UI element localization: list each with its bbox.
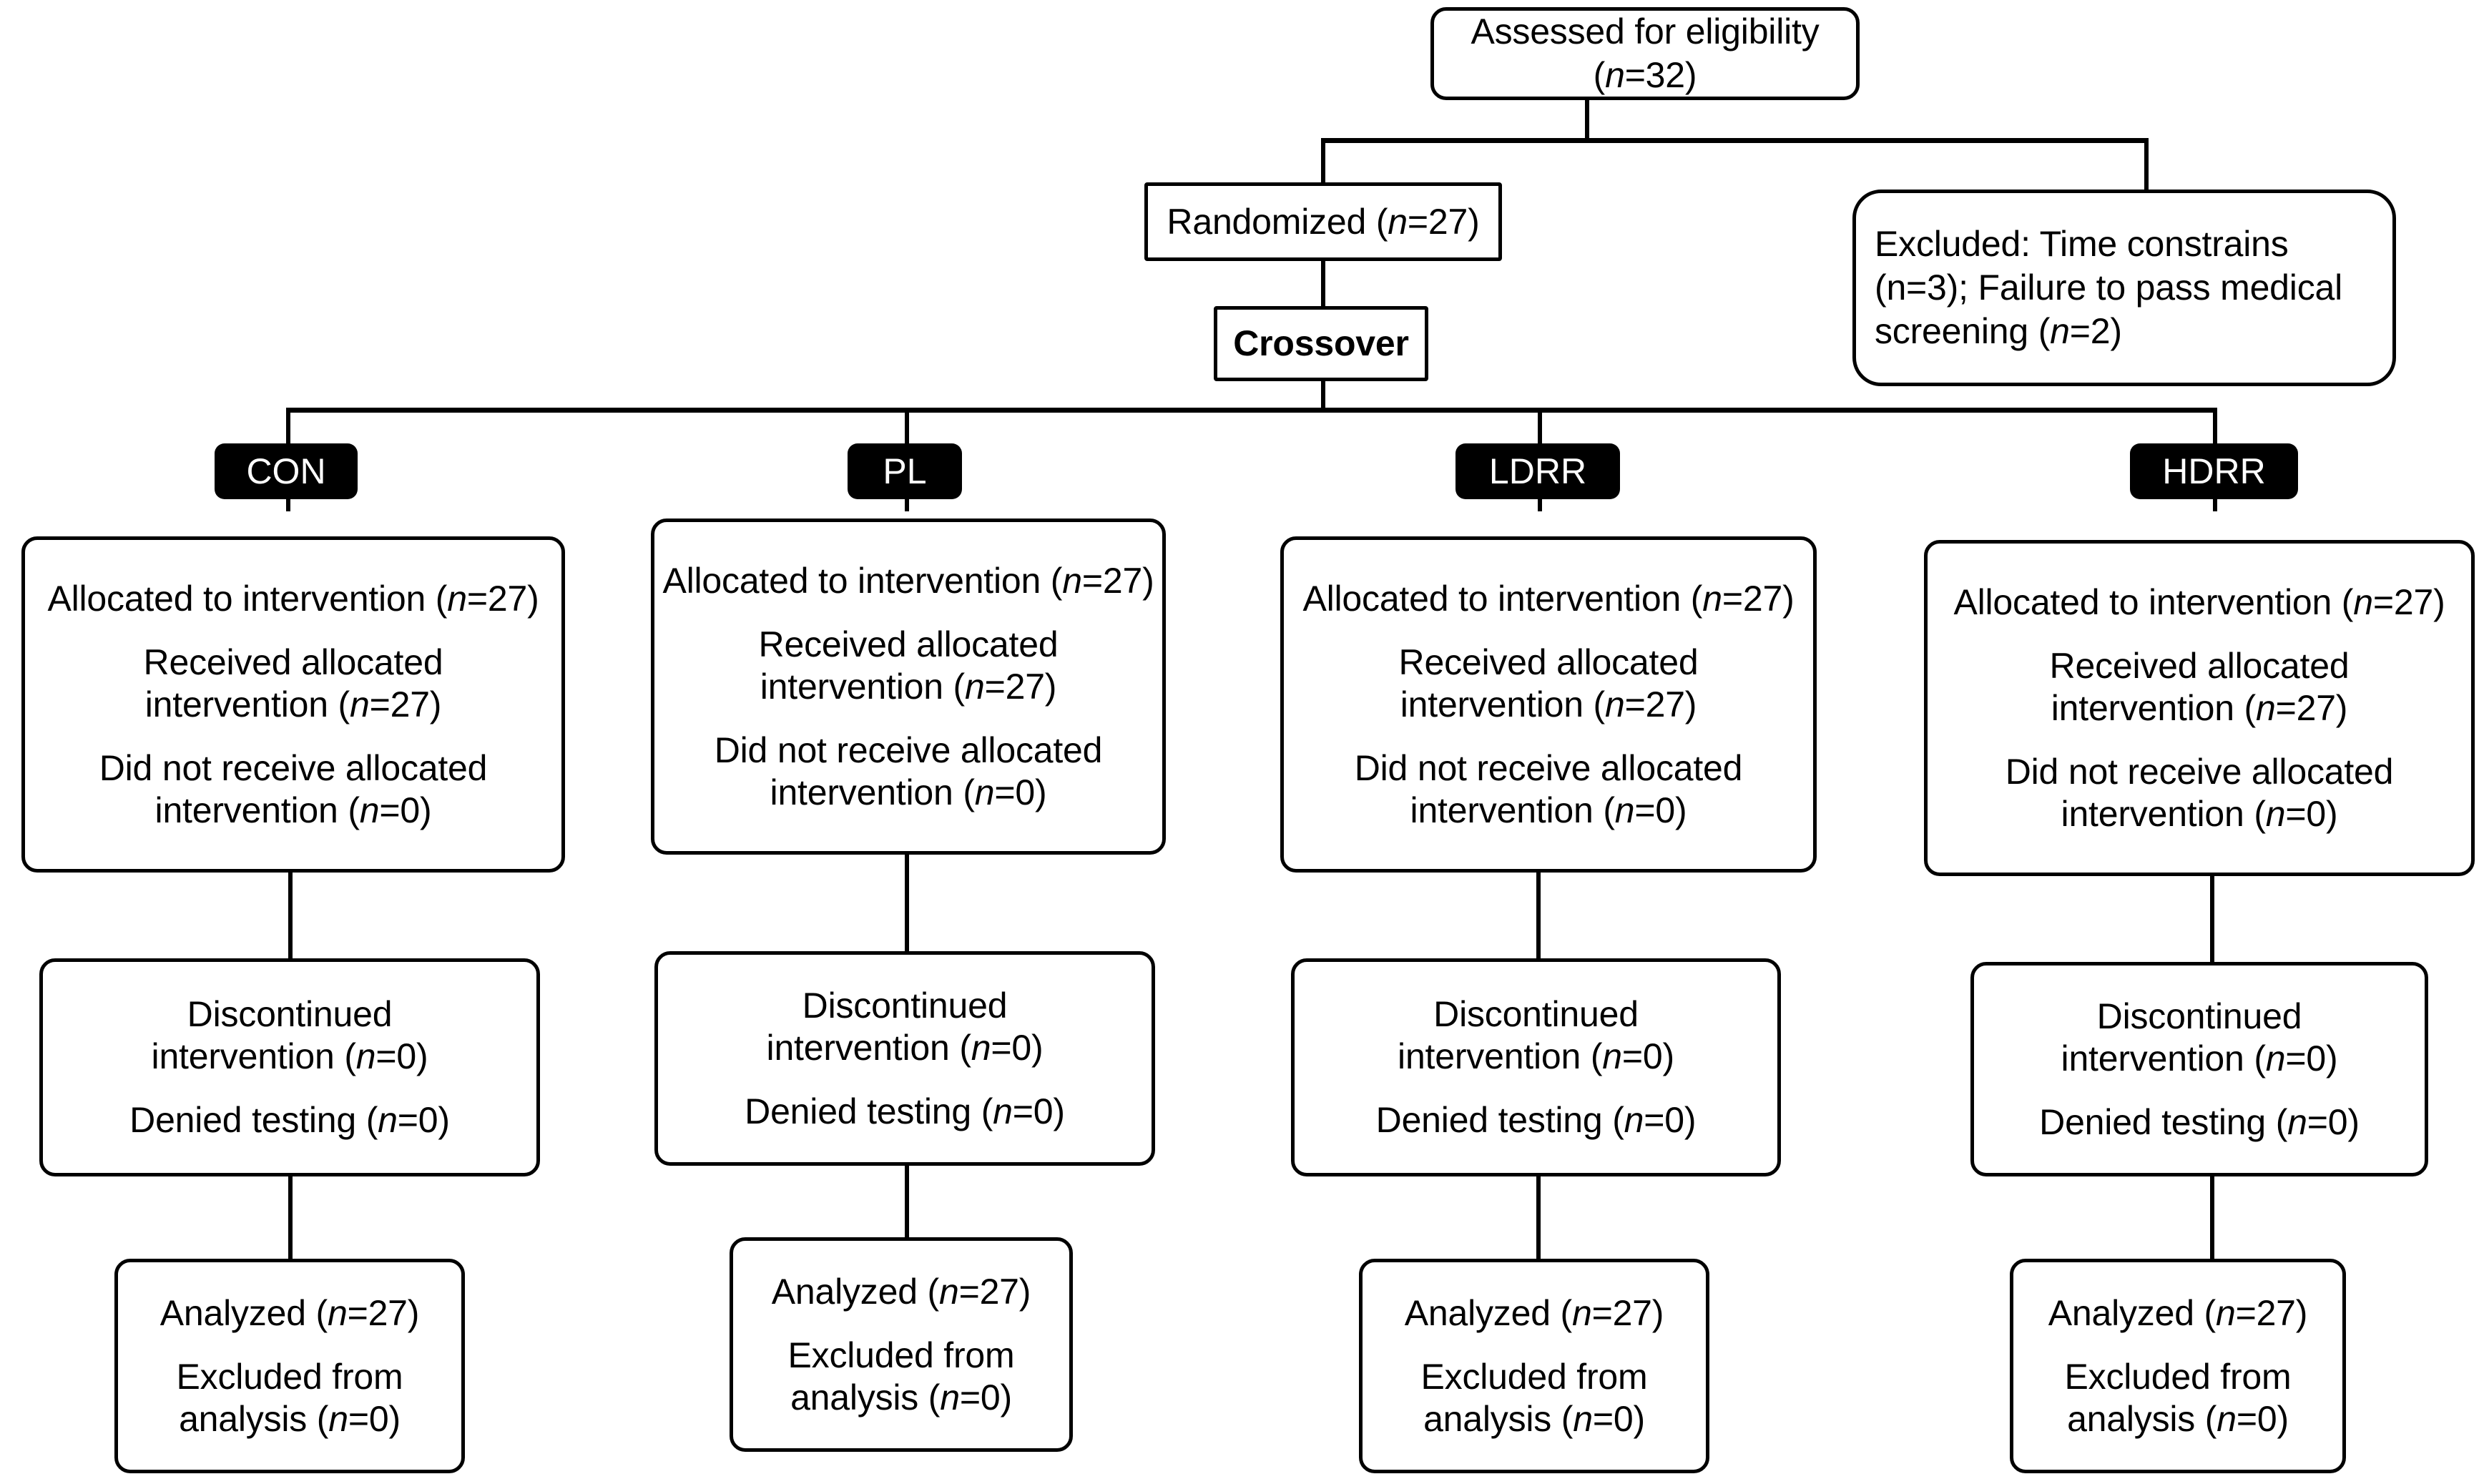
allocation-hdrr-line-2: Received allocated intervention (n=27): [2049, 645, 2350, 728]
analysis-ldrr-line-2: Excluded from analysis (n=0): [1420, 1356, 1648, 1439]
analysis-con-line-1: Analyzed (n=27): [159, 1292, 420, 1333]
followup-hdrr-line-2: Denied testing (n=0): [2039, 1101, 2360, 1142]
followup-hdrr-line-1: Discontinued intervention (n=0): [2061, 996, 2338, 1078]
analysis-pl-line-1: Analyzed (n=27): [771, 1271, 1031, 1312]
crossover-box: Crossover: [1214, 306, 1428, 381]
followup-ldrr-line-2: Denied testing (n=0): [1375, 1100, 1697, 1140]
followup-con-line-2: Denied testing (n=0): [129, 1100, 450, 1140]
analysis-con-line-2: Excluded from analysis (n=0): [176, 1356, 403, 1439]
connector-ldrr-alloc-followup: [1536, 870, 1541, 963]
connector-con-alloc-followup: [288, 870, 293, 963]
followup-con-line-1: Discontinued intervention (n=0): [151, 994, 428, 1076]
allocation-hdrr-line-3: Did not receive allocated intervention (…: [2005, 751, 2394, 834]
group-badge-ldrr-label: LDRR: [1488, 451, 1587, 491]
connector-pl-alloc-followup: [905, 852, 909, 955]
analysis-box-con: Analyzed (n=27) Excluded from analysis (…: [114, 1259, 465, 1473]
randomized-label: Randomized (n=27): [1167, 201, 1480, 242]
allocation-box-con: Allocated to intervention (n=27) Receive…: [21, 536, 565, 873]
group-badge-pl[interactable]: PL: [848, 443, 962, 499]
followup-pl-line-1: Discontinued intervention (n=0): [766, 985, 1044, 1068]
group-badge-con-label: CON: [246, 451, 326, 491]
followup-box-con: Discontinued intervention (n=0) Denied t…: [39, 958, 540, 1176]
connector-pl-followup-analysis: [905, 1163, 909, 1242]
connector-hdrr-alloc-followup: [2210, 873, 2214, 966]
excluded-box: Excluded: Time constrains (n=3); Failure…: [1852, 190, 2396, 386]
analysis-ldrr-line-1: Analyzed (n=27): [1404, 1292, 1664, 1333]
allocation-ldrr-line-1: Allocated to intervention (n=27): [1302, 578, 1795, 619]
allocation-ldrr-line-2: Received allocated intervention (n=27): [1398, 642, 1699, 724]
group-badge-con[interactable]: CON: [215, 443, 358, 499]
followup-box-pl: Discontinued intervention (n=0) Denied t…: [654, 951, 1155, 1166]
connector-randomized-crossover: [1321, 260, 1325, 308]
connector-hdrr-followup-analysis: [2210, 1174, 2214, 1263]
followup-box-ldrr: Discontinued intervention (n=0) Denied t…: [1291, 958, 1781, 1176]
analysis-pl-line-2: Excluded from analysis (n=0): [787, 1335, 1015, 1417]
analysis-box-pl: Analyzed (n=27) Excluded from analysis (…: [730, 1237, 1073, 1452]
analysis-hdrr-line-2: Excluded from analysis (n=0): [2064, 1356, 2292, 1439]
connector-to-excluded: [2144, 138, 2149, 194]
followup-ldrr-line-1: Discontinued intervention (n=0): [1398, 994, 1674, 1076]
allocation-ldrr-line-3: Did not receive allocated intervention (…: [1354, 747, 1743, 830]
analysis-hdrr-line-1: Analyzed (n=27): [2048, 1292, 2308, 1333]
assessed-line-2: (n=32): [1593, 55, 1697, 95]
connector-eligibility-down: [1585, 100, 1589, 141]
analysis-box-hdrr: Analyzed (n=27) Excluded from analysis (…: [2010, 1259, 2346, 1473]
allocation-con-line-2: Received allocated intervention (n=27): [143, 642, 443, 724]
excluded-text: Excluded: Time constrains (n=3); Failure…: [1875, 224, 2343, 351]
allocation-hdrr-line-1: Allocated to intervention (n=27): [1953, 581, 2445, 622]
connector-con-followup-analysis: [288, 1174, 293, 1263]
crossover-label: Crossover: [1233, 323, 1409, 363]
group-badge-pl-label: PL: [883, 451, 927, 491]
group-badge-hdrr[interactable]: HDRR: [2130, 443, 2298, 499]
allocation-con-line-1: Allocated to intervention (n=27): [47, 578, 539, 619]
randomized-box: Randomized (n=27): [1144, 182, 1502, 261]
connector-ldrr-followup-analysis: [1536, 1174, 1541, 1263]
allocation-con-line-3: Did not receive allocated intervention (…: [99, 747, 488, 830]
assessed-line-1: Assessed for eligibility: [1471, 11, 1820, 51]
allocation-box-pl: Allocated to intervention (n=27) Receive…: [651, 519, 1166, 855]
assessed-for-eligibility-box: Assessed for eligibility (n=32): [1430, 7, 1860, 100]
followup-box-hdrr: Discontinued intervention (n=0) Denied t…: [1970, 962, 2428, 1176]
group-badge-ldrr[interactable]: LDRR: [1455, 443, 1620, 499]
analysis-box-ldrr: Analyzed (n=27) Excluded from analysis (…: [1359, 1259, 1709, 1473]
allocation-box-ldrr: Allocated to intervention (n=27) Receive…: [1280, 536, 1817, 873]
followup-pl-line-2: Denied testing (n=0): [745, 1091, 1065, 1131]
allocation-pl-line-1: Allocated to intervention (n=27): [662, 560, 1154, 601]
connector-to-randomized: [1321, 138, 1325, 187]
allocation-pl-line-3: Did not receive allocated intervention (…: [714, 729, 1103, 812]
connector-eligibility-split: [1321, 138, 2149, 143]
connector-crossover-down: [1321, 380, 1325, 412]
group-badge-hdrr-label: HDRR: [2162, 451, 2266, 491]
allocation-pl-line-2: Received allocated intervention (n=27): [758, 624, 1059, 707]
connector-group-distributor: [286, 408, 2217, 413]
allocation-box-hdrr: Allocated to intervention (n=27) Receive…: [1924, 540, 2475, 876]
